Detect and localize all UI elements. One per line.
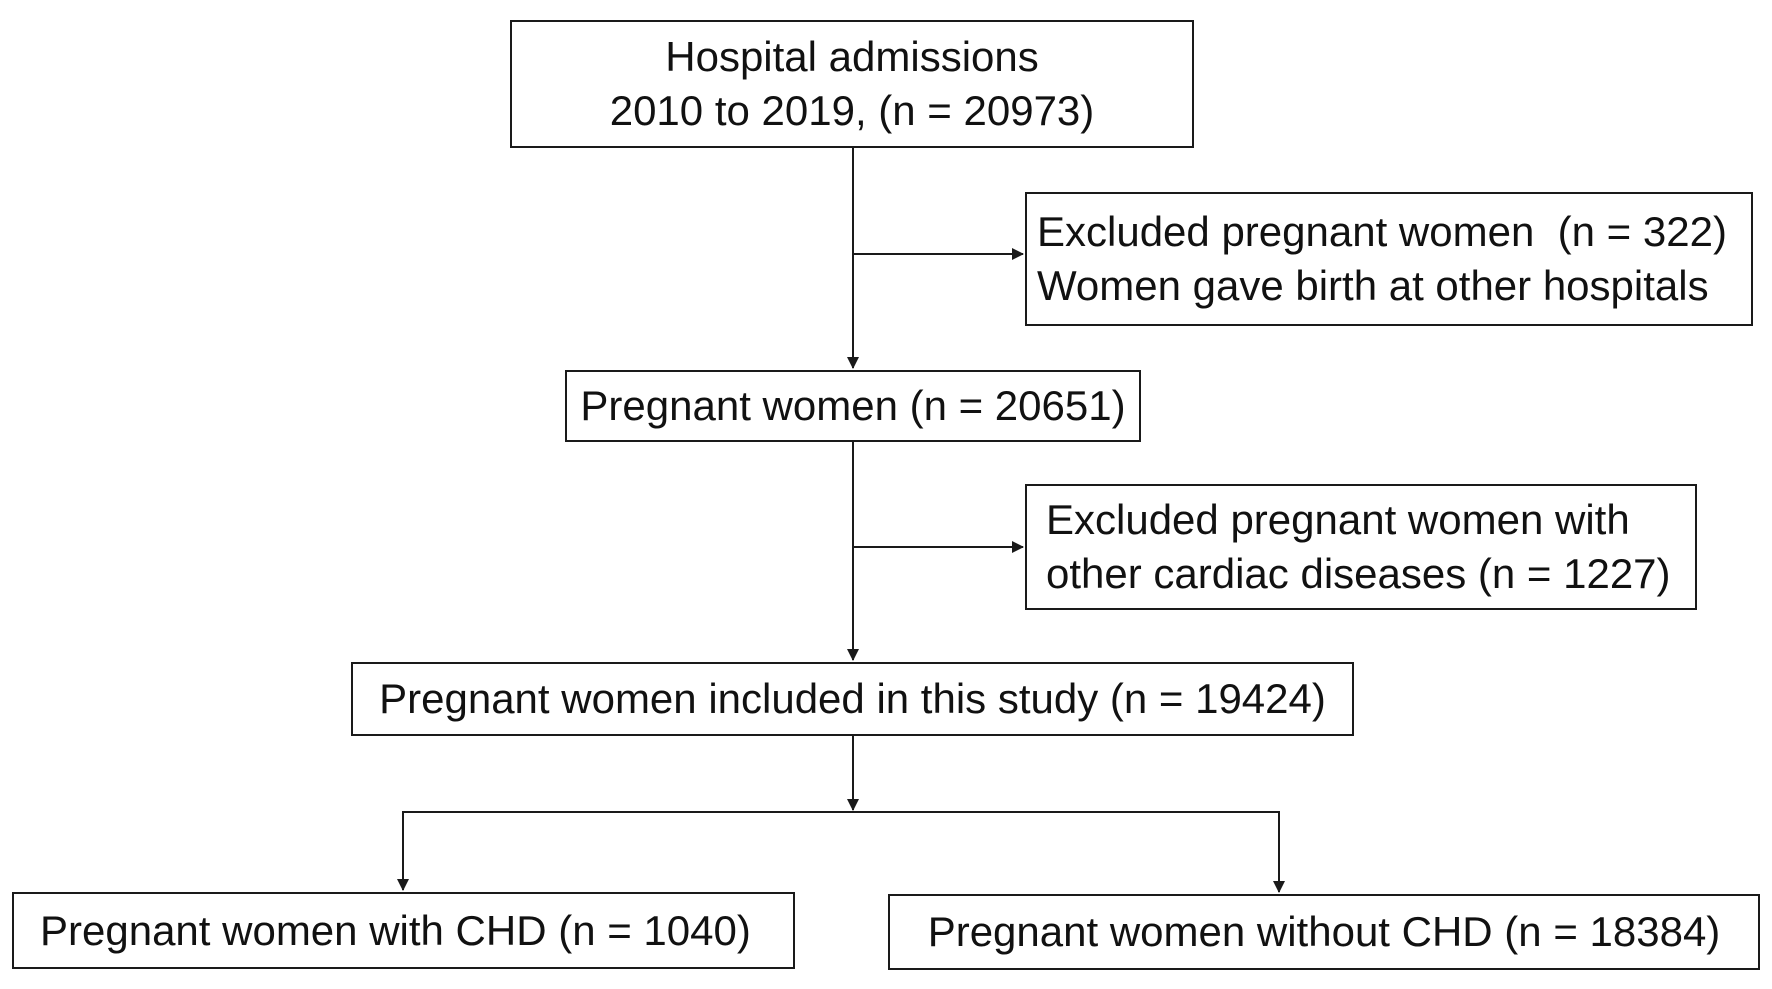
split-connector	[402, 811, 1280, 890]
included-women-label: Pregnant women included in this study (n…	[379, 675, 1326, 722]
exclusion-cardiac-diseases-box: Excluded pregnant women with other cardi…	[1025, 484, 1697, 610]
pregnant-women-label: Pregnant women (n = 20651)	[580, 382, 1126, 429]
included-women-box: Pregnant women included in this study (n…	[351, 662, 1354, 736]
without-chd-box: Pregnant women without CHD (n = 18384)	[888, 894, 1760, 970]
exclusion-other-hospitals-reason: Women gave birth at other hospitals	[1037, 262, 1709, 309]
exclusion-cardiac-diseases-line2: other cardiac diseases (n = 1227)	[1046, 550, 1671, 597]
hospital-admissions-box: Hospital admissions 2010 to 2019, (n = 2…	[510, 20, 1194, 148]
hospital-admissions-title: Hospital admissions	[665, 33, 1039, 80]
hospital-admissions-count: 2010 to 2019, (n = 20973)	[609, 87, 1095, 134]
exclusion-other-hospitals-count: Excluded pregnant women (n = 322)	[1037, 208, 1727, 255]
exclusion-other-hospitals-box: Excluded pregnant women (n = 322) Women …	[1025, 192, 1753, 326]
pregnant-women-box: Pregnant women (n = 20651)	[565, 370, 1141, 442]
with-chd-box: Pregnant women with CHD (n = 1040)	[12, 892, 795, 969]
without-chd-label: Pregnant women without CHD (n = 18384)	[927, 908, 1721, 955]
with-chd-label: Pregnant women with CHD (n = 1040)	[40, 906, 751, 954]
exclusion-cardiac-diseases-line1: Excluded pregnant women with	[1046, 496, 1630, 543]
